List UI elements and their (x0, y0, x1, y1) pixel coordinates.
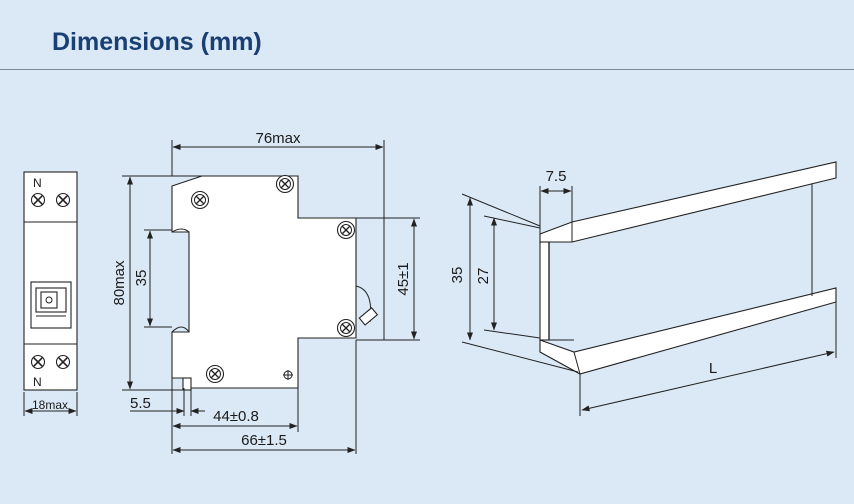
side-notch-top (171, 228, 190, 233)
dim-l-line (581, 350, 835, 412)
side-screw-icon-1 (190, 190, 210, 210)
page-title: Dimensions (mm) (52, 28, 262, 56)
dim-rail-35-ext-top (461, 193, 541, 227)
rail-inner-27-label: 27 (475, 268, 492, 285)
rail-view: 7.5 35 27 L (449, 161, 837, 416)
inner-height-35-label: 35 (133, 270, 150, 287)
front-bottom-terminal-label: N (33, 375, 42, 389)
switch-indicator-icon (45, 296, 53, 304)
front-top-terminal-label: N (33, 176, 42, 190)
side-view: 76max 80max 35 45±1 5.5 44±0.8 66±1.5 (111, 130, 420, 454)
rail-top-flange (539, 161, 837, 243)
side-screw-icon-2 (275, 174, 295, 194)
din-clip (182, 377, 192, 391)
dim-rail-27-ext-top (483, 215, 541, 229)
rail-bottom-edge (573, 351, 581, 375)
overall-width-66-label: 66±1.5 (241, 432, 287, 449)
rail-offset-5-5-label: 5.5 (130, 395, 151, 412)
side-body-outline (171, 175, 357, 389)
rail-height-35-label: 35 (449, 267, 466, 284)
side-screw-icon-3 (336, 220, 356, 240)
dim-rail-27-ext-bottom (483, 329, 541, 339)
side-screw-icon-5 (205, 364, 225, 384)
switch-window (40, 291, 58, 309)
side-screw-icon-4 (336, 318, 356, 338)
front-screw-icon-bl (30, 354, 46, 370)
front-screw-icon-tr (55, 192, 71, 208)
rail-web-front (539, 241, 550, 341)
height-45-label: 45±1 (395, 262, 412, 295)
front-body (23, 171, 78, 391)
side-notch-bottom (171, 326, 190, 333)
header-divider (0, 69, 854, 70)
front-view: N N 18max (23, 171, 78, 416)
flange-7-5-label: 7.5 (546, 168, 567, 185)
height-80max-label: 80max (111, 260, 128, 306)
front-width-label: 18max (32, 398, 68, 412)
width-76max-label: 76max (255, 130, 301, 147)
base-width-44-label: 44±0.8 (213, 408, 259, 425)
dim-rail-35-ext-bottom (461, 341, 579, 373)
lever-handle (358, 307, 379, 326)
length-l-label: L (709, 360, 717, 377)
front-screw-icon-tl (30, 192, 46, 208)
front-screw-icon-br (55, 354, 71, 370)
rail-bottom-flange (539, 287, 837, 375)
small-screw-icon (283, 370, 293, 380)
